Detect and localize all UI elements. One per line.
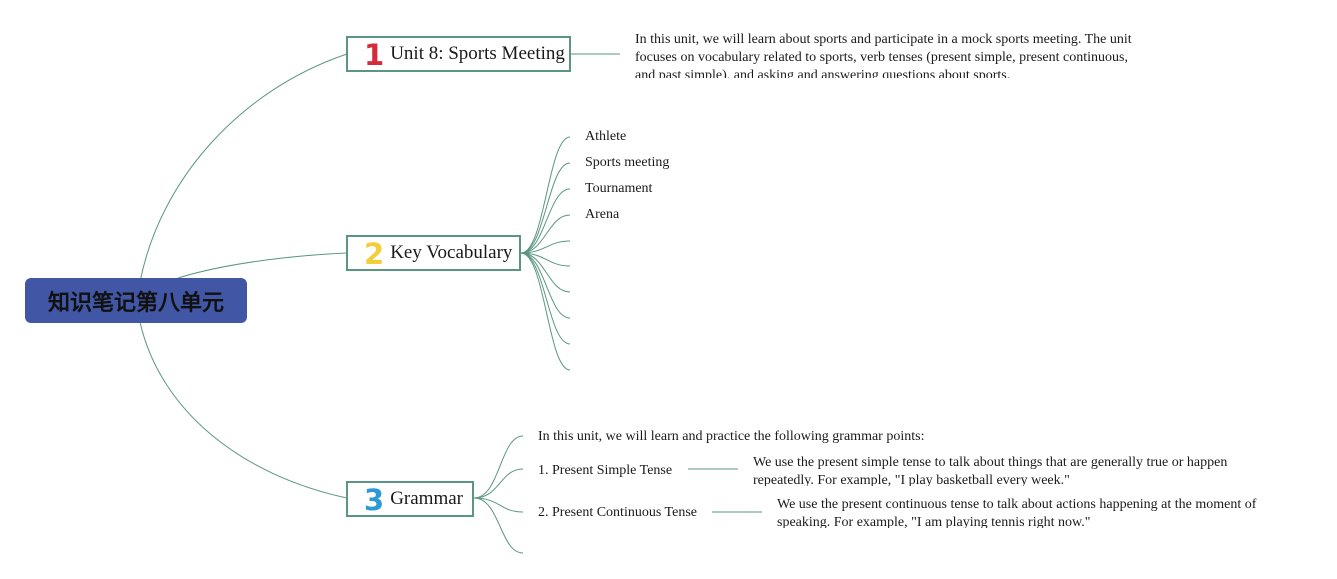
number-3-icon: 3 bbox=[364, 482, 385, 517]
topic-key-vocabulary[interactable]: 2 Key Vocabulary bbox=[346, 235, 521, 271]
vocab-item-athlete[interactable]: Athlete bbox=[585, 129, 627, 144]
grammar-intro[interactable]: In this unit, we will learn and practice… bbox=[538, 429, 925, 444]
number-2-icon: 2 bbox=[364, 236, 385, 271]
topic-title: Key Vocabulary bbox=[390, 242, 513, 263]
connector-vocab-2 bbox=[520, 162, 571, 254]
connector-vocab-10 bbox=[520, 252, 571, 371]
topic-1-note: In this unit, we will learn about sports… bbox=[635, 32, 1132, 78]
connector-vocab-4 bbox=[520, 214, 571, 254]
connector-root-topic-1 bbox=[139, 53, 348, 283]
vocab-item-sports-meeting[interactable]: Sports meeting bbox=[585, 155, 670, 170]
connector-grammar-intro bbox=[473, 435, 524, 499]
topic-title: Unit 8: Sports Meeting bbox=[390, 43, 565, 64]
number-1-icon: 1 bbox=[364, 37, 385, 72]
vocab-item-arena[interactable]: Arena bbox=[585, 207, 620, 222]
grammar-point-present-continuous[interactable]: 2. Present Continuous Tense bbox=[538, 505, 697, 520]
grammar-point-1-note: We use the present simple tense to talk … bbox=[753, 455, 1228, 486]
connector-vocab-9 bbox=[520, 252, 571, 345]
connector-vocab-5 bbox=[520, 240, 571, 254]
grammar-point-present-simple[interactable]: 1. Present Simple Tense bbox=[538, 463, 673, 478]
topic-unit-8-sports-meeting[interactable]: 1 Unit 8: Sports Meeting bbox=[346, 36, 571, 72]
root-topic[interactable]: 知识笔记第八单元 bbox=[25, 278, 247, 323]
connector-root-topic-2 bbox=[177, 252, 348, 279]
topic-title: Grammar bbox=[390, 488, 463, 509]
connector-grammar-point-1 bbox=[473, 468, 524, 499]
connector-vocab-1 bbox=[520, 136, 571, 254]
root-topic-title: 知识笔记第八单元 bbox=[47, 290, 224, 316]
connector-vocab-8 bbox=[520, 252, 571, 319]
vocab-item-tournament[interactable]: Tournament bbox=[585, 181, 653, 196]
topic-grammar[interactable]: 3 Grammar bbox=[346, 481, 474, 517]
grammar-point-2-note: We use the present continuous tense to t… bbox=[777, 497, 1257, 528]
connector-vocab-3 bbox=[520, 188, 571, 254]
connector-grammar-empty bbox=[473, 497, 524, 554]
connector-grammar-point-2 bbox=[473, 497, 524, 513]
connector-root-topic-3 bbox=[139, 321, 348, 499]
connector-vocab-7 bbox=[520, 252, 571, 293]
